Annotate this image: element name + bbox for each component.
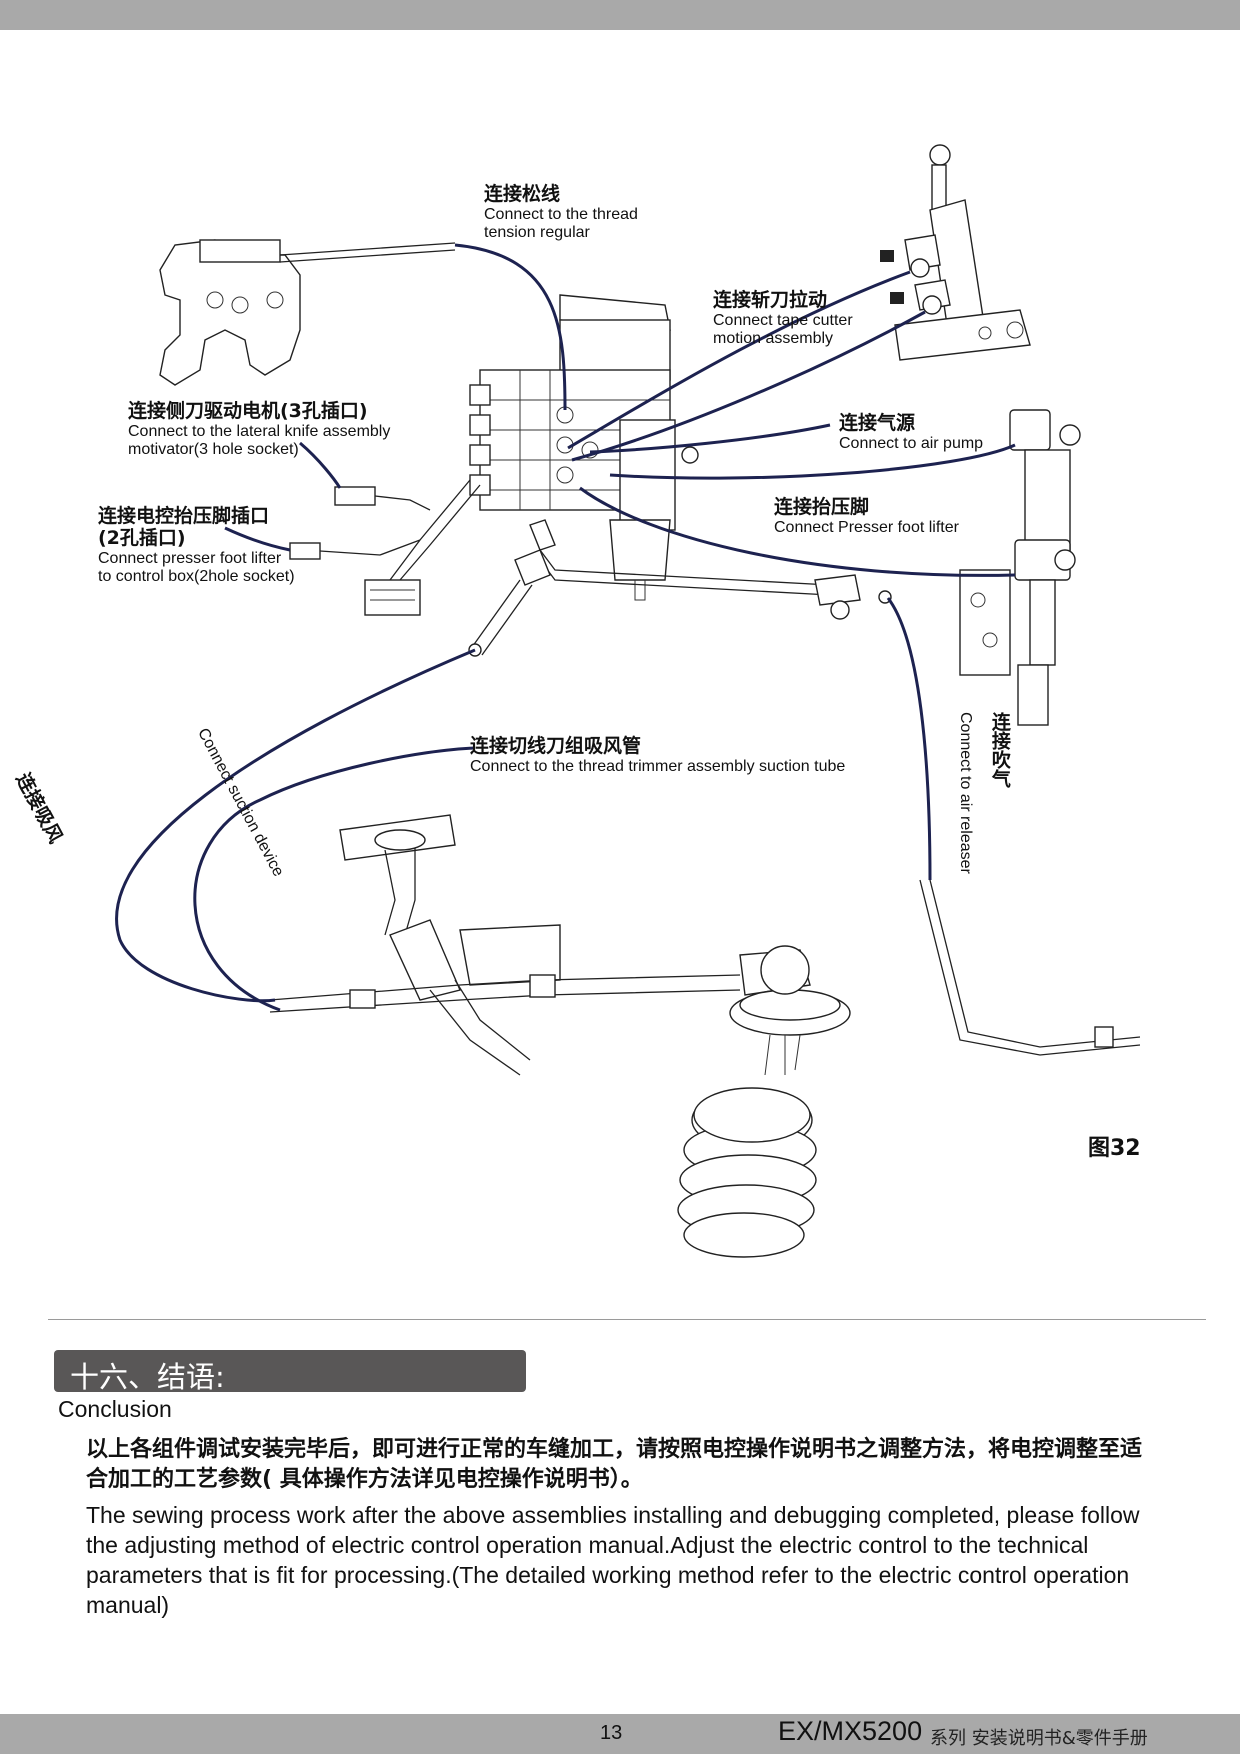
label-cn-2: (2孔插口): [98, 526, 186, 549]
pneumatic-connection-diagram: .part { fill: #fff; stroke: #222; stroke…: [115, 144, 1141, 1258]
label-en-1: Connect to air pump: [839, 434, 984, 452]
label-cn: 连接松线: [484, 183, 561, 205]
thread-tension-bracket: [159, 239, 456, 386]
label-en-1: Connect to air releaser: [957, 712, 974, 874]
tape-cutter-cylinder: [880, 144, 1031, 361]
connection-tubes: [115, 243, 1016, 1012]
top-bar: [0, 0, 1240, 30]
label-en-1: Connect tape cutter: [713, 311, 853, 329]
label-en-2: to control box(2hole socket): [98, 568, 295, 586]
section-title: 十六、结语:: [70, 1360, 225, 1394]
figure-number: 图32: [1088, 1136, 1141, 1161]
label-en-2: motion assembly: [713, 330, 834, 348]
footer-bar: [0, 1714, 1240, 1754]
label-en-1: Connect to the thread trimmer assembly s…: [470, 757, 846, 775]
label-en-1: Connect to the lateral knife assembly: [128, 422, 391, 440]
label-cn: 连接抬压脚: [774, 496, 870, 518]
paragraph-chinese: 以上各组件调试安装完毕后，即可进行正常的车缝加工，请按照电控操作说明书之调整方法…: [86, 1437, 1143, 1492]
label-cn: 连接侧刀驱动电机(3孔插口): [128, 400, 368, 422]
label-en-1: Connect to the thread: [484, 205, 638, 223]
label-air-releaser: 连接吹气: [988, 712, 1011, 788]
label-en-2: tension regular: [484, 224, 590, 242]
label-cn: 连接吹气: [988, 712, 1011, 788]
label-presser-socket: 连接电控抬压脚插口 (2孔插口) Connect presser foot li…: [98, 505, 295, 586]
presser-foot-cylinder: [959, 409, 1081, 726]
paragraph-english: The sewing process work after the above …: [86, 1502, 1140, 1618]
label-cn: 连接气源: [839, 412, 916, 434]
footer-model: EX/MX5200: [778, 1716, 923, 1746]
section-subtitle: Conclusion: [58, 1396, 172, 1422]
label-air-releaser-en: Connect to air releaser: [956, 712, 975, 874]
label-cn: 连接斩刀拉动: [713, 289, 828, 311]
label-lateral-knife: 连接侧刀驱动电机(3孔插口) Connect to the lateral kn…: [128, 400, 391, 460]
label-suction-tube: 连接切线刀组吸风管 Connect to the thread trimmer …: [470, 735, 846, 776]
air-manifold-tee: [468, 519, 892, 657]
footer-description: 系列 安装说明书&零件手册: [930, 1728, 1148, 1749]
page-number: 13: [600, 1722, 623, 1744]
solenoid-valve-block: [469, 294, 699, 601]
section-header: 十六、结语:: [54, 1350, 526, 1394]
bellows: [677, 1087, 817, 1258]
label-en-1: Connect Presser foot lifter: [774, 518, 959, 536]
label-cn-1: 连接电控抬压脚插口: [98, 505, 270, 527]
label-tape-cutter: 连接斩刀拉动 Connect tape cutter motion assemb…: [713, 289, 853, 349]
label-air-source: 连接气源 Connect to air pump: [839, 412, 984, 453]
label-en-1: Connect presser foot lifter: [98, 549, 282, 567]
air-releaser-pipe: [919, 879, 1141, 1056]
suction-nozzle-assembly: [269, 814, 851, 1076]
label-thread-tension: 连接松线 Connect to the thread tension regul…: [484, 183, 638, 243]
label-cn: 连接切线刀组吸风管: [470, 735, 642, 757]
lateral-knife-connector: [289, 479, 481, 616]
label-presser-lifter: 连接抬压脚 Connect Presser foot lifter: [774, 496, 959, 537]
label-en-2: motivator(3 hole socket): [128, 441, 299, 459]
section-divider: [48, 1319, 1206, 1320]
